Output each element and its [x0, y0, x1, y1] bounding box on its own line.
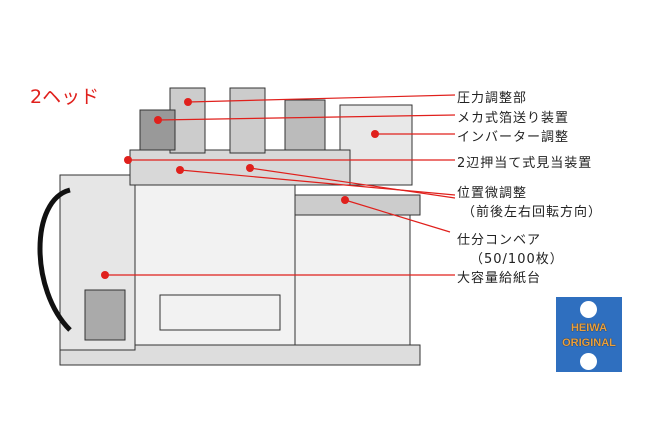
label-foil-feed: メカ式箔送り装置 [457, 111, 570, 126]
label-pressure-adjust: 圧力調整部 [457, 91, 528, 106]
label-conveyor: 仕分コンベア [457, 233, 542, 248]
heiwa-logo: HEIWA ORIGINAL [556, 297, 622, 372]
label-conveyor-count: （50/100枚） [470, 252, 564, 267]
label-position-fine-adjust: 位置微調整 [457, 186, 528, 201]
two-head-label: 2ヘッド [30, 86, 100, 108]
logo-line1: HEIWA [570, 322, 608, 334]
label-feeder: 大容量給紙台 [457, 271, 542, 286]
label-inverter: インバーター調整 [457, 130, 570, 145]
label-direction: （前後左右回転方向） [462, 205, 603, 220]
label-register-device: 2辺押当て式見当装置 [457, 156, 593, 171]
logo-line2: ORIGINAL [562, 337, 616, 349]
